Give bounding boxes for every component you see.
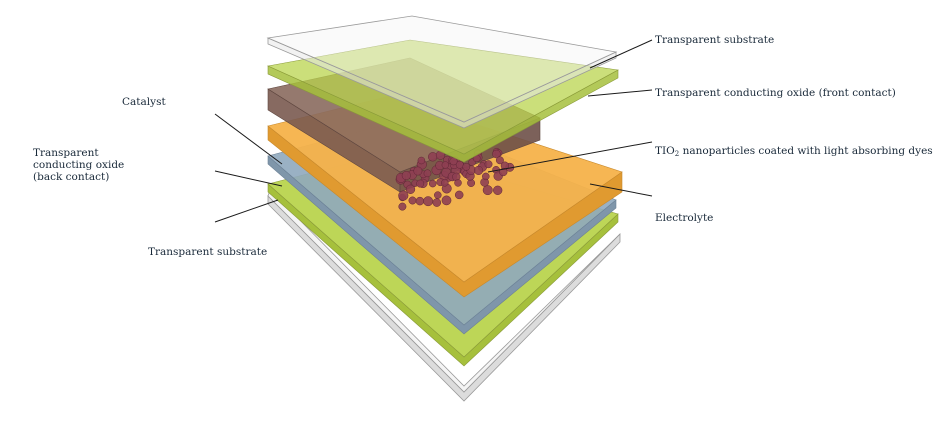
front-tco-layer: [266, 39, 619, 163]
leader-line-electrolyte: [589, 183, 653, 197]
leader-line-top-substrate: [589, 39, 653, 69]
leader-line-tio2: [487, 141, 653, 173]
label-back-tco-line3: (back contact): [33, 171, 110, 183]
nanoparticle: [493, 185, 503, 195]
label-back-tco-line1: Transparent: [33, 147, 99, 159]
label-electrolyte: Electrolyte: [655, 212, 714, 224]
leader-line-catalyst: [214, 113, 283, 165]
label-tio2-pre: TIO: [655, 145, 675, 157]
leader-lines: [214, 39, 653, 223]
label-tio2: TIO2 nanoparticles coated with light abs…: [655, 145, 933, 160]
nanoparticle: [405, 184, 416, 194]
nanoparticle: [428, 179, 437, 188]
label-back-tco: Transparent conducting oxide (back conta…: [33, 147, 124, 183]
nanoparticle: [441, 179, 449, 187]
nanoparticle: [482, 185, 493, 196]
nanoparticle: [495, 156, 504, 165]
nanoparticle: [417, 156, 426, 165]
nanoparticle: [474, 165, 484, 175]
nanoparticle: [462, 162, 471, 171]
label-tio2-sub: 2: [674, 150, 680, 158]
nanoparticle: [415, 196, 425, 206]
nanoparticle: [416, 179, 425, 188]
label-tio2-post: nanoparticles coated with light absorbin…: [679, 145, 933, 157]
nanoparticle: [454, 179, 462, 187]
nanoparticle: [428, 152, 438, 162]
label-catalyst: Catalyst: [122, 96, 166, 108]
nanoparticle: [454, 190, 464, 200]
nanoparticle: [423, 169, 432, 178]
top-substrate-layer: [266, 15, 618, 129]
tio2-nanoparticles: [395, 147, 515, 211]
label-top-substrate: Transparent substrate: [655, 34, 775, 46]
leader-line-back-tco: [214, 170, 283, 187]
nanoparticle: [484, 160, 493, 169]
label-bottom-substrate: Transparent substrate: [148, 246, 268, 258]
nanoparticle: [482, 172, 490, 181]
nanoparticle: [441, 195, 452, 206]
nanoparticle: [413, 166, 423, 176]
nanoparticle: [398, 190, 409, 201]
nanoparticle: [423, 196, 434, 207]
nanoparticle: [398, 202, 407, 211]
nanoparticle: [401, 170, 411, 181]
label-front-tco: Transparent conducting oxide (front cont…: [655, 87, 896, 99]
nanoparticle: [432, 198, 442, 207]
nanoparticle: [408, 196, 417, 205]
nanoparticle: [441, 161, 449, 169]
label-back-tco-line2: conducting oxide: [33, 159, 125, 171]
leader-line-front-tco: [587, 89, 653, 97]
nanoparticle: [434, 191, 442, 199]
leader-line-bottom-substrate: [214, 199, 279, 223]
nanoparticle: [492, 149, 501, 159]
